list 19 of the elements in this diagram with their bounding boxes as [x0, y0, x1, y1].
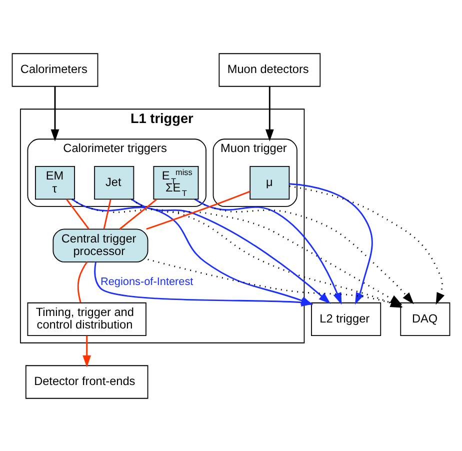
connector — [119, 198, 157, 230]
node-box: EM τ — [35, 165, 75, 200]
node-box: L2 trigger — [311, 302, 382, 336]
arrow — [82, 335, 92, 367]
arrow — [50, 86, 60, 141]
node-box: Muon detectors — [218, 52, 321, 86]
node-box: Jet — [94, 165, 134, 200]
edge-label: Regions-of-Interest — [100, 276, 194, 288]
node-box: Calorimeters — [12, 52, 98, 86]
connector — [103, 198, 112, 228]
connector — [146, 190, 250, 230]
node-box: Central trigger processor — [52, 228, 148, 262]
node-box: DAQ — [400, 302, 450, 336]
node-box: Timing, trigger and control distribution — [27, 302, 146, 336]
node-box: Detector front-ends — [25, 364, 148, 398]
node-box: μ — [250, 165, 290, 200]
connector — [66, 198, 90, 229]
connector — [77, 261, 88, 302]
arrow — [265, 86, 274, 141]
